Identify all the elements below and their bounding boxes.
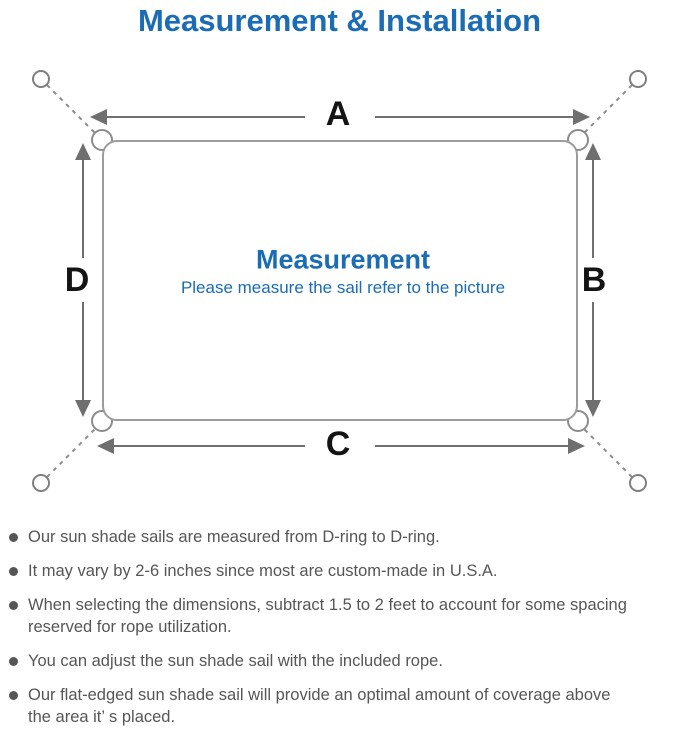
arrowhead-d-bottom xyxy=(75,400,91,417)
arrowhead-b-top xyxy=(585,143,601,160)
list-item: When selecting the dimensions, subtract … xyxy=(9,594,673,638)
bullet-icon xyxy=(9,691,18,700)
list-item-text: Our sun shade sails are measured from D-… xyxy=(28,528,440,546)
diagram-subheading: Please measure the sail refer to the pic… xyxy=(180,278,506,297)
arrowhead-c-left xyxy=(97,438,114,454)
bullet-icon xyxy=(9,657,18,666)
anchor-rope-top-left xyxy=(46,84,101,139)
list-item: Our sun shade sails are measured from D-… xyxy=(9,526,673,548)
arrowhead-b-bottom xyxy=(585,400,601,417)
list-item-text: When selecting the dimensions, subtract … xyxy=(28,596,627,636)
arrowhead-a-right xyxy=(573,109,590,125)
dimension-line-b xyxy=(585,143,601,417)
sail-outline xyxy=(102,140,578,421)
arrowhead-c-right xyxy=(568,438,585,454)
sail-diagram-canvas xyxy=(32,70,647,492)
bullet-icon xyxy=(9,601,18,610)
page-title: Measurement & Installation xyxy=(137,3,542,38)
anchor-ring-bottom-left xyxy=(32,474,50,492)
arrowhead-d-top xyxy=(75,143,91,160)
list-item-text: You can adjust the sun shade sail with t… xyxy=(28,652,443,670)
dimension-label-c: C xyxy=(325,425,351,463)
bullet-icon xyxy=(9,567,18,576)
dimension-label-d: D xyxy=(64,261,90,299)
list-item: It may vary by 2-6 inches since most are… xyxy=(9,560,673,582)
dimension-line-d xyxy=(75,143,91,417)
anchor-rope-bottom-left xyxy=(46,423,101,478)
measurement-diagram: A B C D Measurement Please measure the s… xyxy=(0,40,679,510)
anchor-ring-bottom-right xyxy=(629,474,647,492)
anchor-rope-top-right xyxy=(578,84,633,139)
instruction-list: Our sun shade sails are measured from D-… xyxy=(0,526,679,728)
diagram-heading: Measurement xyxy=(255,244,431,275)
anchor-ring-top-left xyxy=(32,70,50,88)
anchor-rope-bottom-right xyxy=(578,423,633,478)
dimension-line-c xyxy=(97,438,585,454)
list-item: Our flat-edged sun shade sail will provi… xyxy=(9,684,673,728)
list-item-text: It may vary by 2-6 inches since most are… xyxy=(28,562,498,580)
bullet-icon xyxy=(9,533,18,542)
dimension-line-a xyxy=(90,109,590,125)
arrowhead-a-left xyxy=(90,109,107,125)
anchor-ring-top-right xyxy=(629,70,647,88)
dimension-label-b: B xyxy=(581,261,607,299)
dimension-label-a: A xyxy=(325,95,351,133)
list-item: You can adjust the sun shade sail with t… xyxy=(9,650,673,672)
list-item-text: Our flat-edged sun shade sail will provi… xyxy=(28,686,611,726)
